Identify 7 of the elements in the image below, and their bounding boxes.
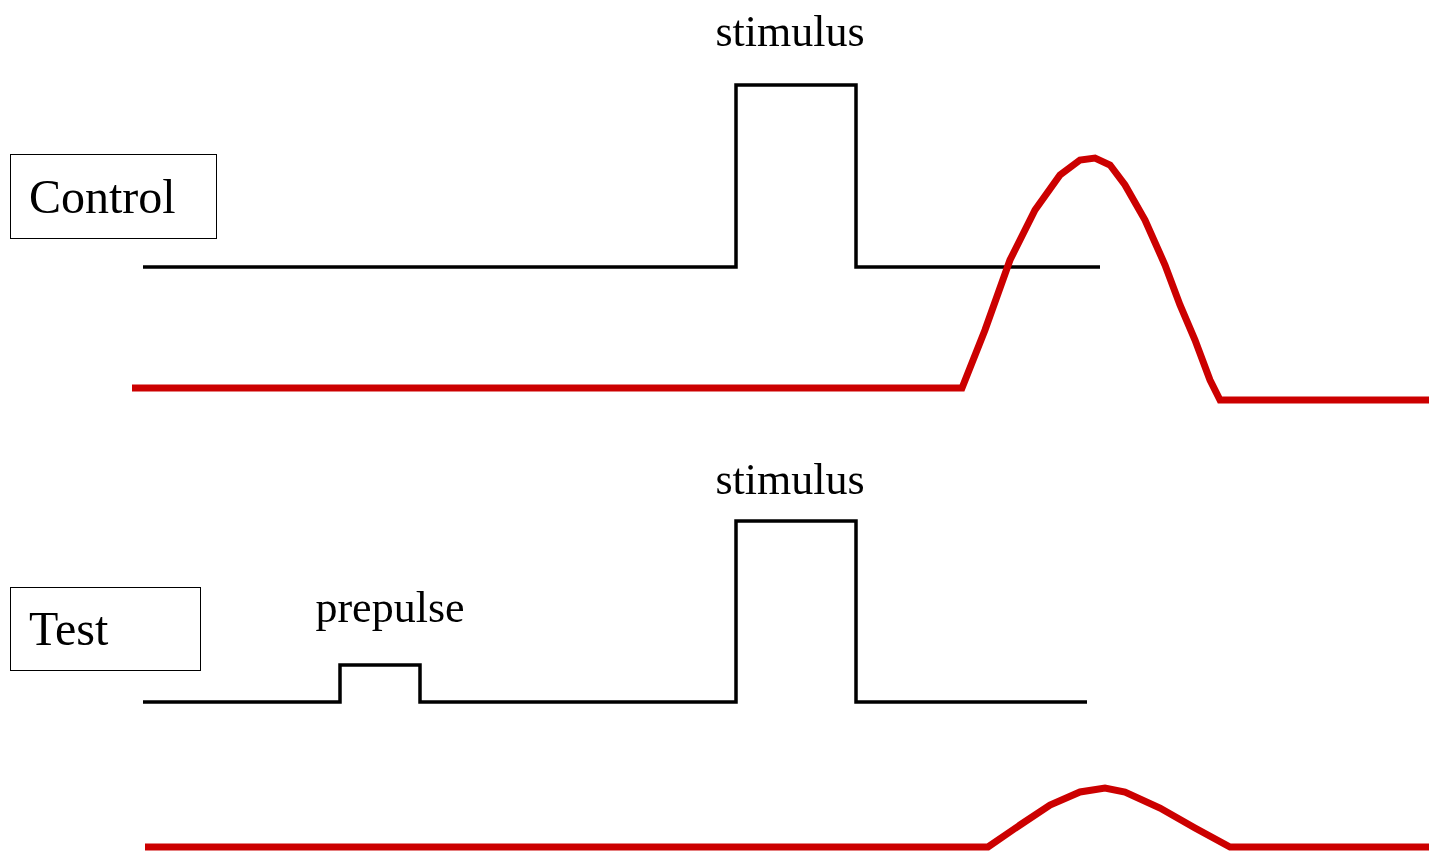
- pulse-label: stimulus: [715, 458, 865, 502]
- condition-label: Control: [29, 172, 176, 221]
- pulse-label: prepulse: [315, 586, 465, 630]
- label-frame: [10, 154, 217, 239]
- label-frame: [10, 587, 201, 671]
- condition-label: Test: [29, 605, 109, 653]
- pulse-label: stimulus: [715, 10, 865, 54]
